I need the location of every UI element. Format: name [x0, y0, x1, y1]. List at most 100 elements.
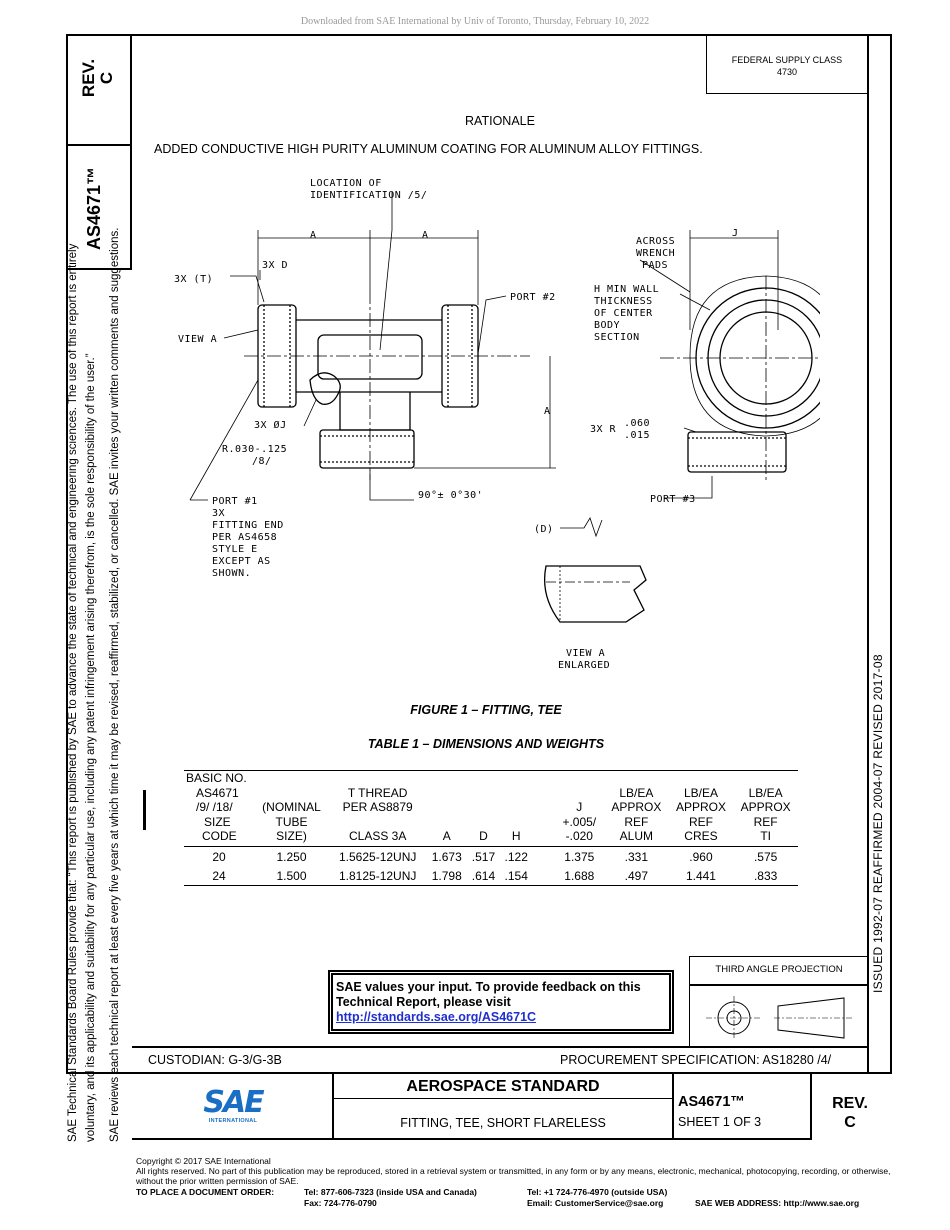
- angle-label: 90°± 0°30': [418, 490, 483, 501]
- cell: 1.250: [276, 849, 307, 864]
- figure-caption: FIGURE 1 – FITTING, TEE: [410, 703, 562, 717]
- across-line-1: WRENCH: [636, 248, 675, 259]
- port3-thread: [319, 429, 415, 469]
- tel-us: Tel: 877-606-7323 (inside USA and Canada…: [304, 1187, 477, 1197]
- port1-line-0: PORT #1: [212, 496, 258, 507]
- cell: .154: [504, 868, 528, 883]
- sae-logo: SAE INTERNATIONAL: [198, 1085, 268, 1125]
- port3-end-view: [687, 431, 787, 473]
- cell: .960: [689, 849, 713, 864]
- side-notice-1: SAE Technical Standards Board Rules prov…: [67, 243, 79, 1142]
- custodian: CUSTODIAN: G-3/G-3B: [148, 1053, 282, 1067]
- cell: .833: [753, 868, 778, 883]
- sheet-number: SHEET 1 OF 3: [678, 1115, 762, 1129]
- port1-line-6: SHOWN.: [212, 568, 251, 579]
- table-row: 24 1.500 1.8125-12UNJ 1.798 .614 .154 1.…: [184, 866, 798, 885]
- feedback-box: SAE values your input. To provide feedba…: [328, 970, 674, 1034]
- cell: 1.441: [685, 868, 716, 883]
- port1-callout: PORT #1 3X FITTING END PER AS4658 STYLE …: [212, 496, 283, 579]
- tb-bottom-line: [132, 1138, 812, 1140]
- header-a: A: [442, 829, 451, 843]
- header-d: D: [479, 829, 488, 843]
- cell: 24: [212, 868, 226, 883]
- cell: 1.500: [276, 868, 307, 883]
- feedback-link[interactable]: http://standards.sae.org/AS4671C: [336, 1010, 537, 1024]
- cell: 1.673: [431, 849, 462, 864]
- tee-fitting-drawing: LOCATION OF IDENTIFICATION /5/ A A 3X (T…: [174, 178, 820, 671]
- dim-j: J: [732, 228, 739, 239]
- dim-a-vertical: A: [544, 406, 551, 417]
- radius-label-2: /8/: [252, 456, 272, 467]
- tel-intl: Tel: +1 724-776-4970 (outside USA): [527, 1187, 668, 1197]
- rights-notice: All rights reserved. No part of this pub…: [136, 1166, 891, 1186]
- projection-divider: [689, 984, 869, 986]
- left-rev-divider: [66, 144, 132, 146]
- r-label: 3X R: [590, 424, 617, 435]
- cell: .575: [753, 849, 778, 864]
- fax: Fax: 724-776-0790: [304, 1198, 377, 1208]
- order-label: TO PLACE A DOCUMENT ORDER:: [136, 1187, 275, 1197]
- feedback-line2: Technical Report, please visit: [336, 995, 511, 1009]
- loc-label-1: LOCATION OF: [310, 178, 382, 189]
- port3-label: PORT #3: [650, 494, 696, 505]
- tb-title-divider: [672, 1072, 674, 1140]
- right-column-divider: [867, 34, 869, 1074]
- port1-line-4: STYLE E: [212, 544, 258, 555]
- cell: 1.8125-12UNJ: [339, 868, 417, 883]
- cell: 1.688: [564, 868, 595, 883]
- cell: 1.375: [564, 849, 595, 864]
- three-x-t: 3X (T): [174, 274, 213, 285]
- tb-top-line: [132, 1046, 869, 1048]
- table-caption: TABLE 1 – DIMENSIONS AND WEIGHTS: [367, 737, 605, 751]
- dim-a-right: A: [422, 230, 429, 241]
- cell: .614: [471, 868, 496, 883]
- hmin-line-1: THICKNESS: [594, 296, 653, 307]
- sae-logo-sub: INTERNATIONAL: [208, 1118, 258, 1124]
- port1-line-3: PER AS4658: [212, 532, 277, 543]
- revision-history: ISSUED 1992-07 REAFFIRMED 2004-07 REVISE…: [871, 654, 885, 993]
- procurement-spec: PROCUREMENT SPECIFICATION: AS18280 /4/: [560, 1053, 832, 1067]
- dim-a-left: A: [310, 230, 317, 241]
- left-docnum-divider: [66, 268, 132, 270]
- hmin-line-2: OF CENTER: [594, 308, 653, 319]
- third-angle-projection-icon: [706, 996, 852, 1040]
- cell: 1.798: [431, 868, 462, 883]
- cell: 1.5625-12UNJ: [339, 849, 417, 864]
- radius-label-1: R.030-.125: [222, 444, 287, 455]
- email[interactable]: Email: CustomerService@sae.org: [527, 1198, 664, 1208]
- tb-doc-number: AS4671™: [678, 1094, 745, 1110]
- cell: .517: [471, 849, 496, 864]
- sae-logo-text: SAE: [203, 1085, 264, 1120]
- download-notice: Downloaded from SAE International by Uni…: [300, 16, 650, 27]
- tb-mid-line: [132, 1072, 892, 1074]
- footer: Copyright © 2017 SAE International All r…: [136, 1156, 916, 1186]
- hmin-line-0: H MIN WALL: [594, 284, 659, 295]
- side-notice-2: voluntary, and its applicability and sui…: [85, 353, 97, 1142]
- rationale-text: ADDED CONDUCTIVE HIGH PURITY ALUMINUM CO…: [154, 142, 703, 156]
- tb-rev: REV. C: [812, 1094, 888, 1132]
- side-rev-label: REV.: [79, 58, 98, 98]
- fsc-label: FEDERAL SUPPLY CLASS: [731, 55, 843, 65]
- cell: .122: [504, 849, 528, 864]
- header-j: J+.005/-.020: [562, 800, 597, 843]
- web-address[interactable]: SAE WEB ADDRESS: http://www.sae.org: [695, 1198, 860, 1208]
- tb-rev-divider: [810, 1072, 812, 1140]
- table-header-row: BASIC NO. AS4671 /9/ /18/ SIZE CODE (NOM…: [184, 770, 798, 846]
- view-enlarged-2: ENLARGED: [558, 660, 610, 671]
- federal-supply-class: FEDERAL SUPPLY CLASS 4730: [706, 34, 868, 94]
- side-doc-number: AS4671™: [84, 166, 104, 250]
- view-enlarged-1: VIEW A: [566, 648, 605, 659]
- across-line-0: ACROSS: [636, 236, 675, 247]
- loc-label-2: IDENTIFICATION /5/: [310, 190, 427, 201]
- cell: 20: [212, 849, 226, 864]
- port1-line-5: EXCEPT AS: [212, 556, 271, 567]
- feedback-line1: SAE values your input. To provide feedba…: [336, 980, 641, 994]
- table-row: 20 1.250 1.5625-12UNJ 1.673 .517 .122 1.…: [184, 846, 798, 866]
- three-x-oj: 3X ØJ: [254, 419, 287, 431]
- cell: .331: [624, 849, 649, 864]
